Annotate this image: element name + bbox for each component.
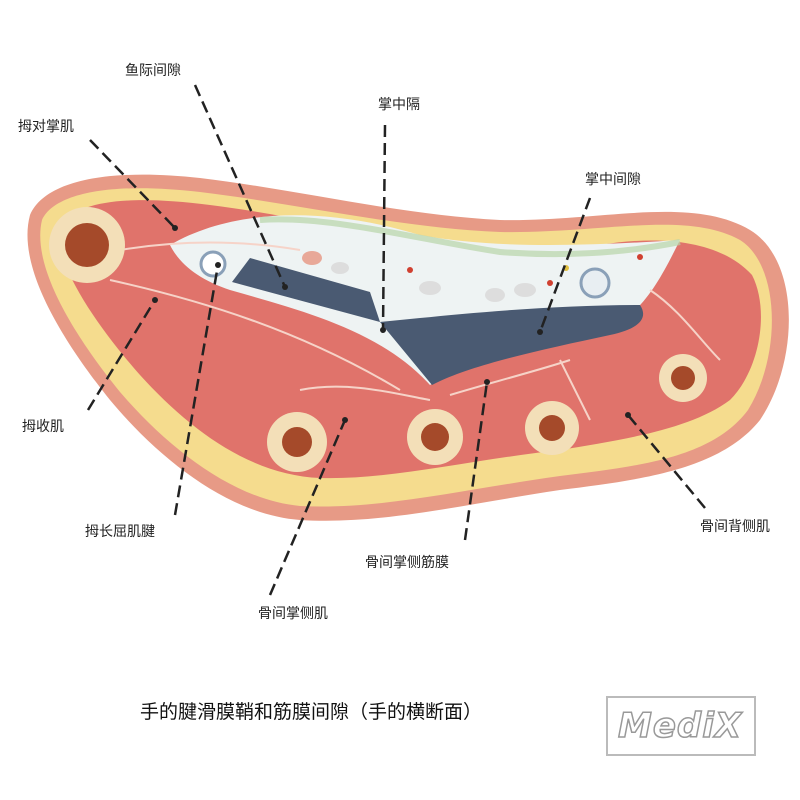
label-flexor-pollicis-longus-tendon: 拇长屈肌腱 <box>85 524 155 540</box>
label-thenar-space: 鱼际间隙 <box>125 63 181 79</box>
label-adductor-pollicis: 拇收肌 <box>22 419 64 435</box>
figure-caption: 手的腱滑膜鞘和筋膜间隙（手的横断面） <box>140 701 483 723</box>
label-palmar-interossei: 骨间掌侧肌 <box>258 606 328 622</box>
watermark-text: MediX <box>617 705 743 747</box>
bones <box>49 207 707 472</box>
leader-lines <box>86 84 706 596</box>
label-midpalmar-space: 掌中间隙 <box>585 172 641 188</box>
label-midpalmar-septum: 掌中隔 <box>378 97 420 113</box>
label-dorsal-interossei: 骨间背侧肌 <box>700 519 770 535</box>
label-opponens-pollicis: 拇对掌肌 <box>18 119 74 135</box>
label-palmar-interosseous-fascia: 骨间掌侧筋膜 <box>365 555 449 571</box>
midpalmar-space <box>380 305 644 385</box>
thenar-space <box>232 258 380 322</box>
watermark-logo: MediX <box>606 696 756 756</box>
vessels-nerves <box>199 250 643 302</box>
palmar-connective <box>170 215 680 385</box>
